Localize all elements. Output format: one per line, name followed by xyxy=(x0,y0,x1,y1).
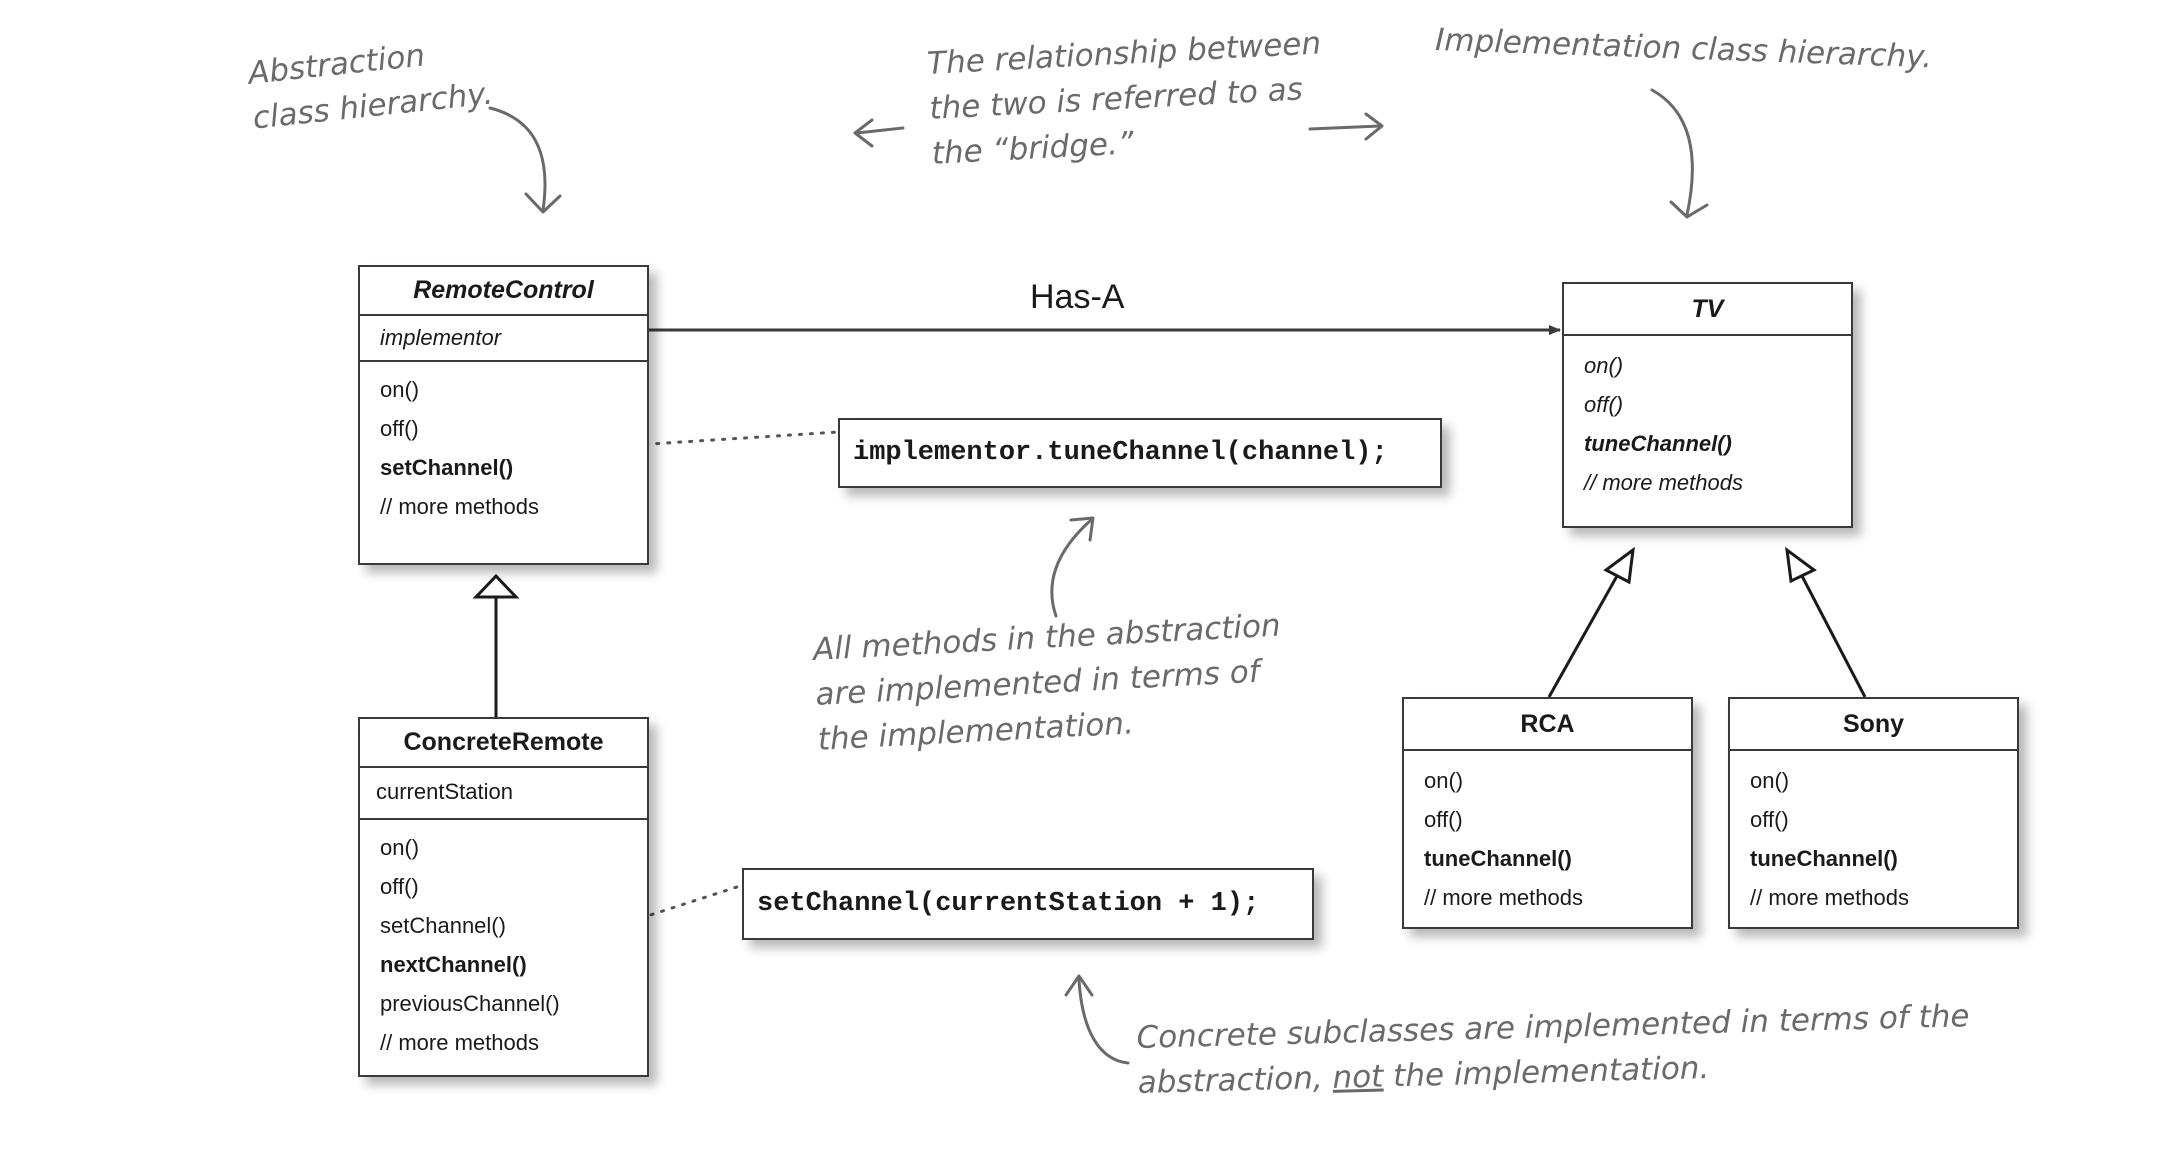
method: // more methods xyxy=(1424,885,1583,910)
abstraction-note-arrowhead xyxy=(524,192,562,214)
bridge-right-arrowhead xyxy=(1364,112,1384,141)
method: previousChannel() xyxy=(380,991,560,1016)
class-name: RemoteControl xyxy=(360,267,647,316)
method: off() xyxy=(1750,807,1789,832)
remote-control-class: RemoteControl implementor on() off() set… xyxy=(358,265,649,565)
rca-inheritance-line xyxy=(1547,575,1619,698)
method: on() xyxy=(1750,768,1790,793)
bridge-right-arrow xyxy=(1308,124,1382,131)
method: off() xyxy=(1424,807,1463,832)
sony-inheritance-triangle xyxy=(1785,546,1817,584)
method: on() xyxy=(380,835,420,860)
method-list: on() off() tuneChannel() // more methods xyxy=(1564,336,1851,510)
set-channel-code-box: implementor.tuneChannel(channel); xyxy=(838,418,1442,488)
method: // more methods xyxy=(1584,470,1743,495)
method-list: on() off() setChannel() nextChannel() pr… xyxy=(360,820,647,1070)
method-list: on() off() tuneChannel() // more methods xyxy=(1404,751,1691,925)
class-name: RCA xyxy=(1404,699,1691,751)
sony-class: Sony on() off() tuneChannel() // more me… xyxy=(1728,697,2019,929)
class-name: Sony xyxy=(1730,699,2017,751)
method-list: on() off() setChannel() // more methods xyxy=(360,362,647,534)
methods-note-arrow xyxy=(1050,518,1093,618)
methods-note-arrowhead xyxy=(1069,516,1095,542)
method: // more methods xyxy=(380,1030,539,1055)
concrete-remote-inheritance-triangle xyxy=(472,573,520,599)
method: off() xyxy=(380,416,419,441)
concrete-note-arrowhead xyxy=(1064,974,1094,997)
method: off() xyxy=(1584,392,1624,417)
method: setChannel() xyxy=(380,455,514,480)
rca-class: RCA on() off() tuneChannel() // more met… xyxy=(1402,697,1693,929)
concrete-remote-class: ConcreteRemote currentStation on() off()… xyxy=(358,717,649,1077)
method: setChannel() xyxy=(380,913,506,938)
class-attribute: implementor xyxy=(360,316,647,362)
bridge-relationship-note: The relationship between the two is refe… xyxy=(926,21,1327,176)
set-channel-dotted-link xyxy=(523,430,840,454)
method: off() xyxy=(380,874,419,899)
method: on() xyxy=(380,377,420,402)
implementation-note-arrow xyxy=(1650,88,1694,217)
tv-class: TV on() off() tuneChannel() // more meth… xyxy=(1562,282,1853,528)
method: on() xyxy=(1584,353,1624,378)
has-a-label: Has-A xyxy=(1030,278,1125,316)
bridge-left-arrowhead xyxy=(853,118,874,148)
method: tuneChannel() xyxy=(1584,431,1732,456)
method: on() xyxy=(1424,768,1464,793)
abstraction-methods-note: All methods in the abstraction are imple… xyxy=(812,604,1286,763)
next-channel-code-box: setChannel(currentStation + 1); xyxy=(742,868,1314,940)
note-text: the implementation. xyxy=(1382,1050,1710,1095)
method-list: on() off() tuneChannel() // more methods xyxy=(1730,751,2017,925)
abstraction-note-arrow xyxy=(488,106,547,212)
class-name: TV xyxy=(1564,284,1851,336)
note-emphasis: not xyxy=(1332,1058,1384,1096)
class-name: ConcreteRemote xyxy=(360,719,647,768)
method: // more methods xyxy=(380,494,539,519)
bridge-left-arrow xyxy=(855,126,905,135)
class-attribute: currentStation xyxy=(360,768,647,820)
implementation-note-arrowhead xyxy=(1669,200,1709,219)
concrete-note-arrow xyxy=(1077,978,1130,1065)
method: tuneChannel() xyxy=(1750,846,1898,871)
note-text: abstraction, xyxy=(1137,1059,1334,1101)
rca-inheritance-triangle xyxy=(1603,546,1635,585)
method: nextChannel() xyxy=(380,952,527,977)
sony-inheritance-line xyxy=(1800,575,1867,698)
method: tuneChannel() xyxy=(1424,846,1572,871)
method: // more methods xyxy=(1750,885,1909,910)
